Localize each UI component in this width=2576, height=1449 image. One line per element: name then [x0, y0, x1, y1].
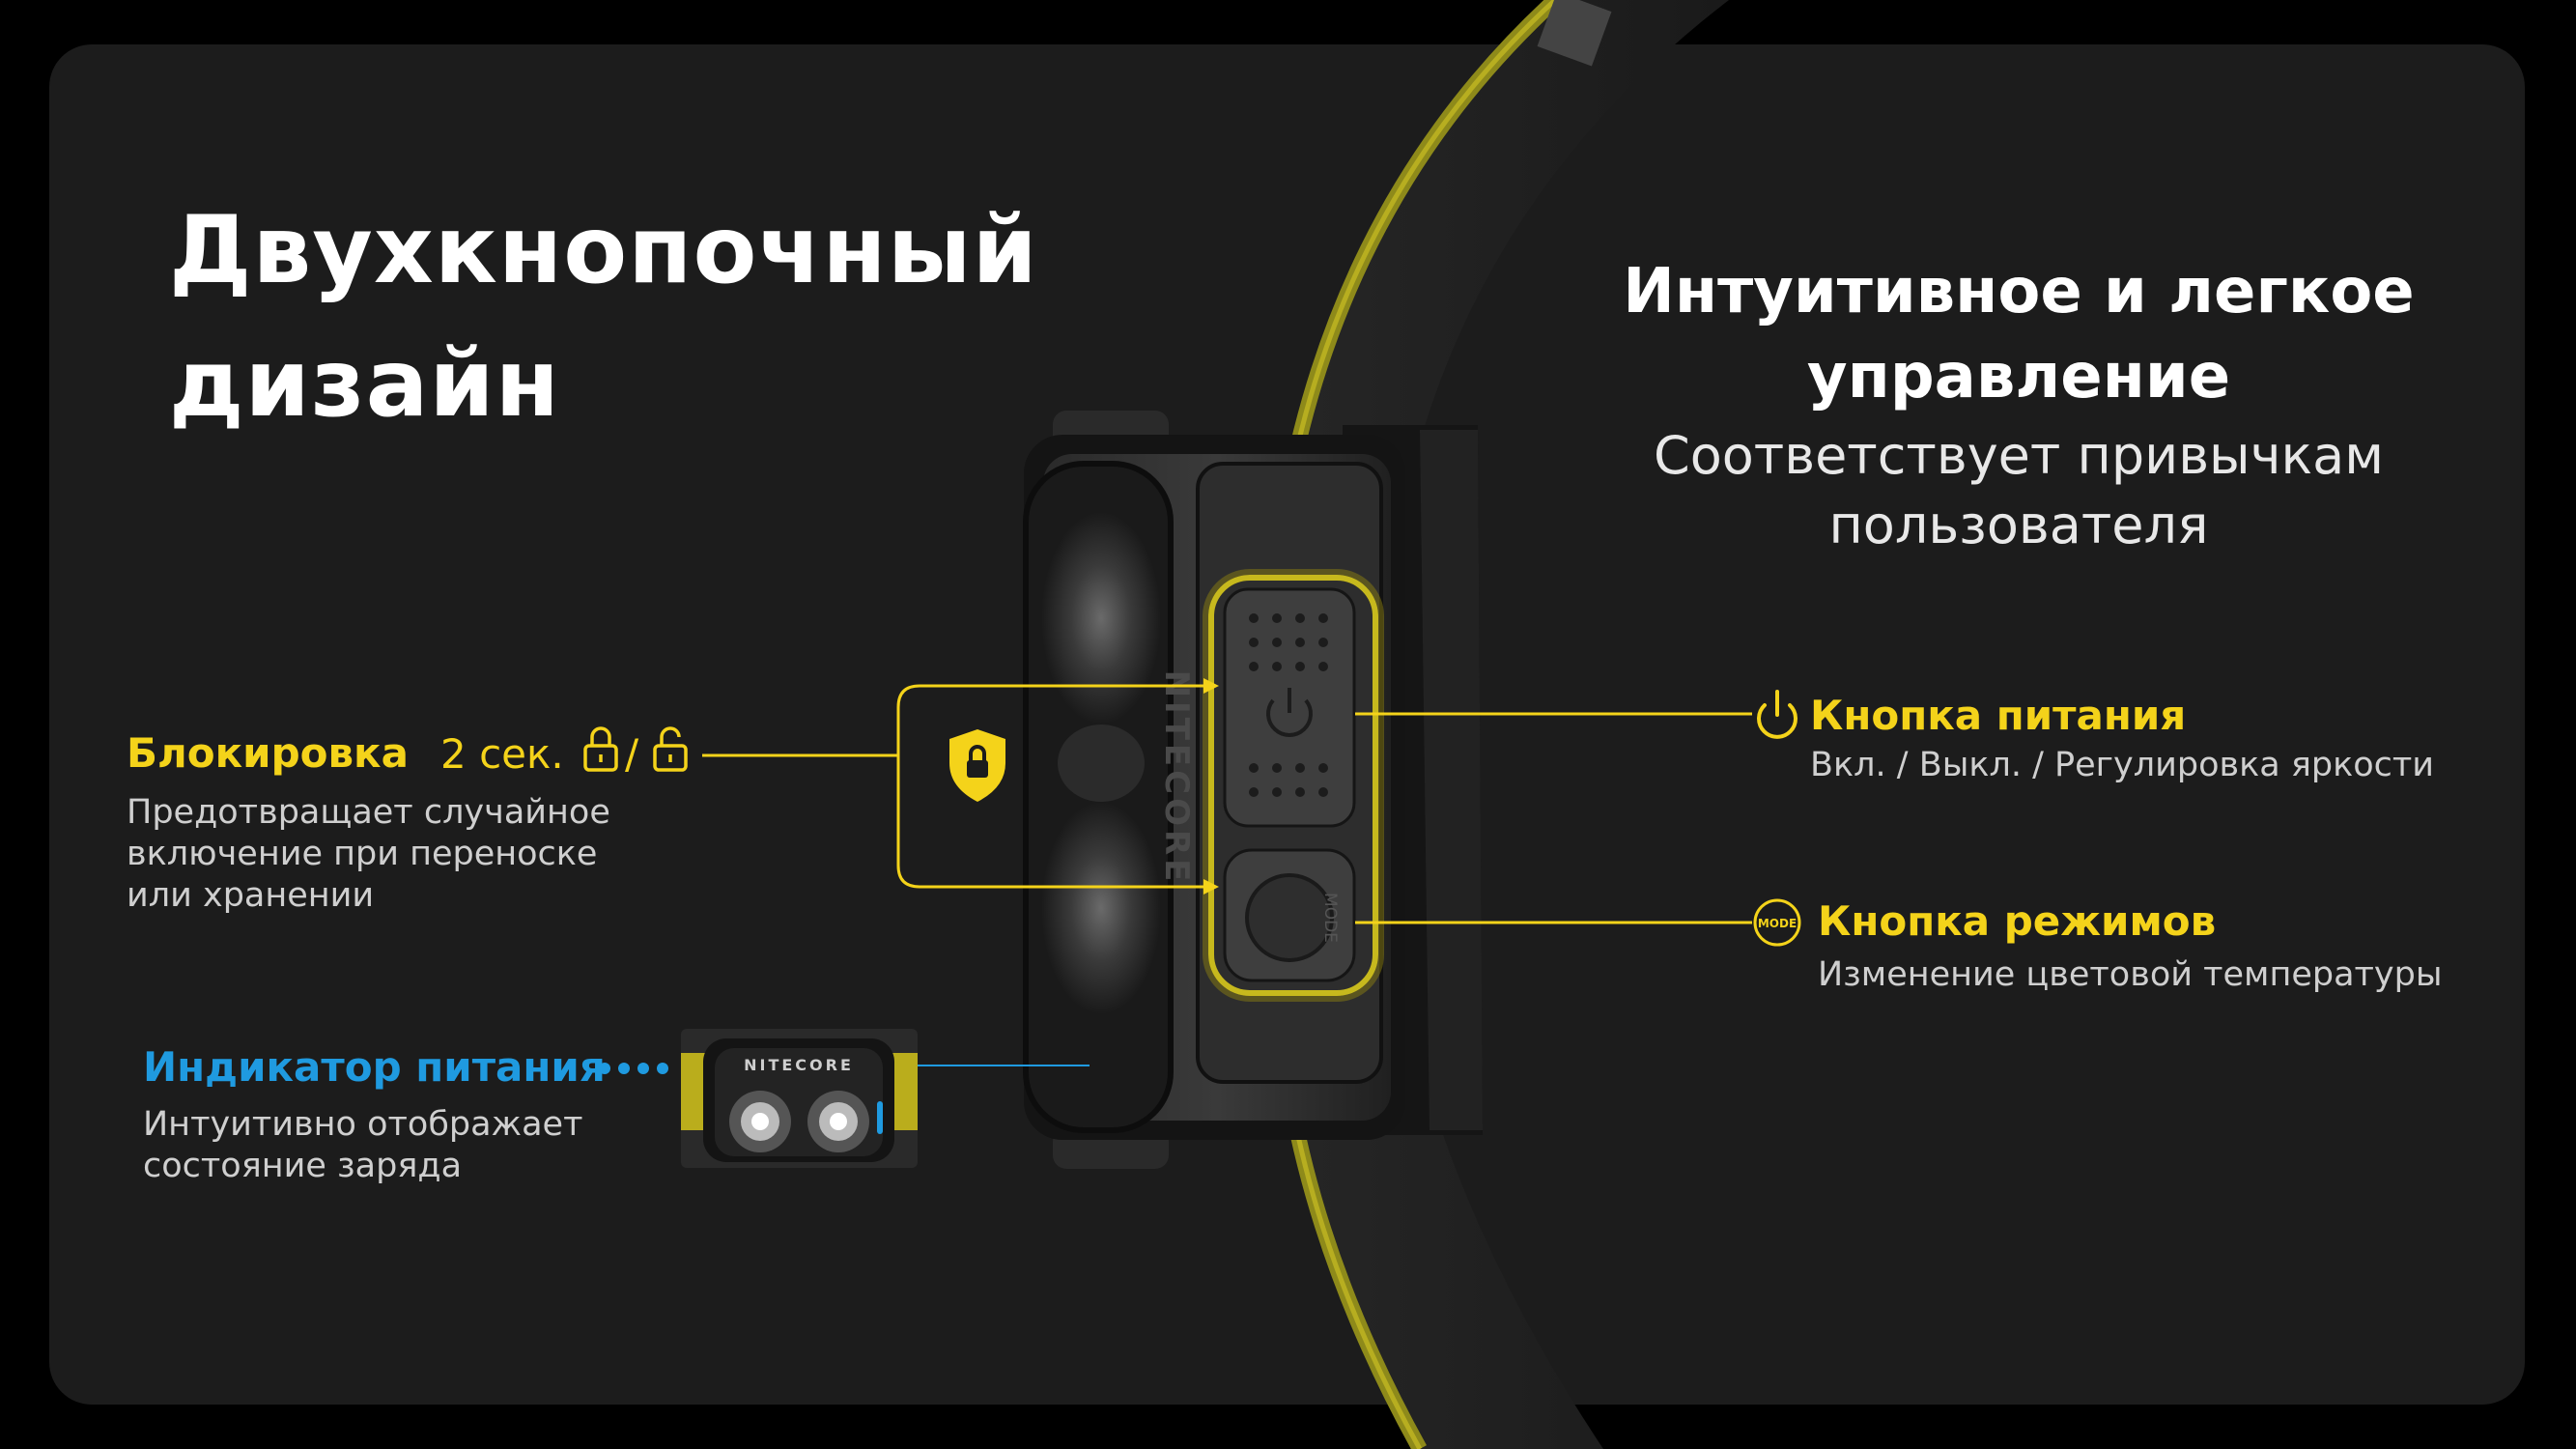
indicator-label: Индикатор питания	[143, 1043, 606, 1091]
indicator-description: Интуитивно отображает состояние заряда	[143, 1104, 582, 1187]
power-button-description: Вкл. / Выкл. / Регулировка яркости	[1810, 746, 2435, 784]
lock-desc-line-1: Предотвращает случайное	[127, 793, 610, 832]
svg-text:NITECORE: NITECORE	[744, 1056, 854, 1074]
lock-description: Предотвращает случайное включение при пе…	[127, 792, 610, 917]
mode-button-description: Изменение цветовой температуры	[1818, 955, 2443, 994]
lock-open-icon	[653, 726, 688, 772]
device-power-button[interactable]	[1223, 587, 1356, 828]
mode-icon: MODE	[1753, 898, 1801, 947]
title-line-1: Двухкнопочный	[169, 196, 1038, 304]
power-button-label: Кнопка питания	[1810, 692, 2187, 739]
svg-text:MODE: MODE	[1758, 917, 1797, 930]
power-icon	[1757, 690, 1798, 739]
indicator-desc-line-2: состояние заряда	[143, 1147, 463, 1185]
control-heading: Интуитивное и легкое управление	[1487, 249, 2550, 419]
mode-button-label: Кнопка режимов	[1818, 897, 2217, 945]
control-sub-line-2: пользователя	[1828, 495, 2209, 555]
shield-lock-icon	[949, 729, 1005, 802]
lock-hold-duration: 2 сек.	[440, 730, 564, 778]
control-subheading: Соответствует привычкам пользователя	[1487, 421, 2550, 560]
battery-dots-icon	[599, 1063, 668, 1074]
control-heading-line-1: Интуитивное и легкое	[1623, 256, 2415, 327]
control-sub-line-1: Соответствует привычкам	[1654, 425, 2384, 486]
lock-closed-icon	[583, 726, 618, 772]
page-title: Двухкнопочный дизайн	[169, 184, 1038, 450]
device-mode-button[interactable]: MODE	[1223, 848, 1356, 982]
device-brand-text: NITECORE	[1157, 670, 1196, 886]
lock-connector	[702, 684, 1210, 889]
lock-separator: /	[625, 730, 639, 778]
title-line-2: дизайн	[169, 329, 560, 438]
device-mode-text: MODE	[1320, 893, 1340, 943]
control-heading-line-2: управление	[1806, 341, 2231, 412]
lock-label: Блокировка	[127, 729, 409, 777]
lock-desc-line-3: или хранении	[127, 876, 375, 915]
indicator-thumbnail: NITECORE	[681, 1029, 918, 1168]
lock-desc-line-2: включение при переноске	[127, 835, 598, 873]
indicator-desc-line-1: Интуитивно отображает	[143, 1105, 583, 1144]
